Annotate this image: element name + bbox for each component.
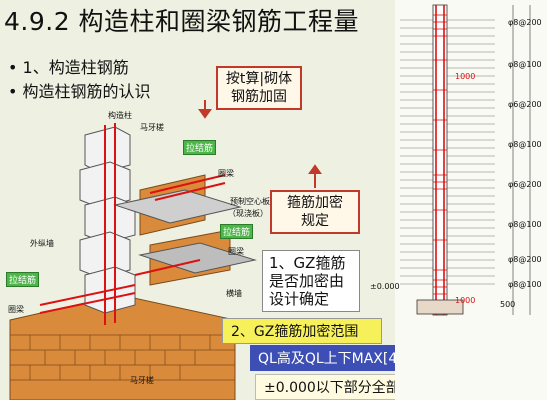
callout-masonry-rebar: 按t算|砌体 钢筋加固	[216, 66, 302, 110]
bullet-rebar-intro: • 构造柱钢筋的认识	[8, 82, 151, 101]
column-blocks	[79, 126, 136, 314]
slide-title: 4.9.2 构造柱和圈梁钢筋工程量	[4, 7, 360, 36]
label-toothed-1: 马牙槎	[140, 123, 164, 132]
label-ring-beam-1: 圈梁	[218, 169, 234, 178]
spec-label-4: φ8@100	[508, 140, 542, 149]
masonry-diagram	[9, 100, 322, 400]
note-design-decision: 1、GZ箍筋 是否加密由 设计确定	[262, 250, 360, 312]
rebar-lines	[39, 123, 226, 325]
zero-level-label: ±0.000	[370, 282, 400, 291]
spec-label-8: φ8@100	[508, 280, 542, 289]
spec-label-5: φ6@200	[508, 180, 542, 189]
note-densify-range: 2、GZ箍筋加密范围	[222, 318, 382, 344]
label-ring-beam-3: 圈梁	[8, 305, 24, 314]
tag-tie-bar-1: 拉结筋	[183, 140, 217, 155]
brick-wall-front	[9, 294, 236, 400]
tag-tie-bar-3: 拉结筋	[6, 272, 40, 287]
spec-label-3: φ6@200	[508, 100, 542, 109]
bottom-dim-label: 500	[500, 300, 516, 309]
elev-label-2: 1000	[455, 296, 476, 305]
spec-label-7: φ8@200	[508, 255, 542, 264]
label-toothed-2: 马牙槎	[130, 376, 154, 385]
label-cross-wall: 横墙	[226, 289, 242, 298]
callout-arrows	[198, 100, 322, 188]
label-precast-slab: 预制空心板	[230, 197, 270, 206]
spec-label-6: φ8@100	[508, 220, 542, 229]
bullet-rebar: • 1、构造柱钢筋	[8, 58, 129, 77]
floor-slabs	[113, 189, 257, 274]
spec-label-1: φ8@200	[508, 18, 542, 27]
elev-label-1: 1000	[455, 72, 476, 81]
label-outer-wall: 外纵墙	[30, 239, 54, 248]
label-ring-beam-2: 圈梁	[228, 247, 244, 256]
label-cast-slab: （现浇板）	[228, 209, 268, 218]
callout-stirrup-rules: 箍筋加密 规定	[270, 190, 360, 234]
column-section-drawing	[395, 0, 547, 400]
spec-label-2: φ8@100	[508, 60, 542, 69]
label-column: 构造柱	[108, 111, 132, 120]
tag-tie-bar-2: 拉结筋	[220, 224, 254, 239]
